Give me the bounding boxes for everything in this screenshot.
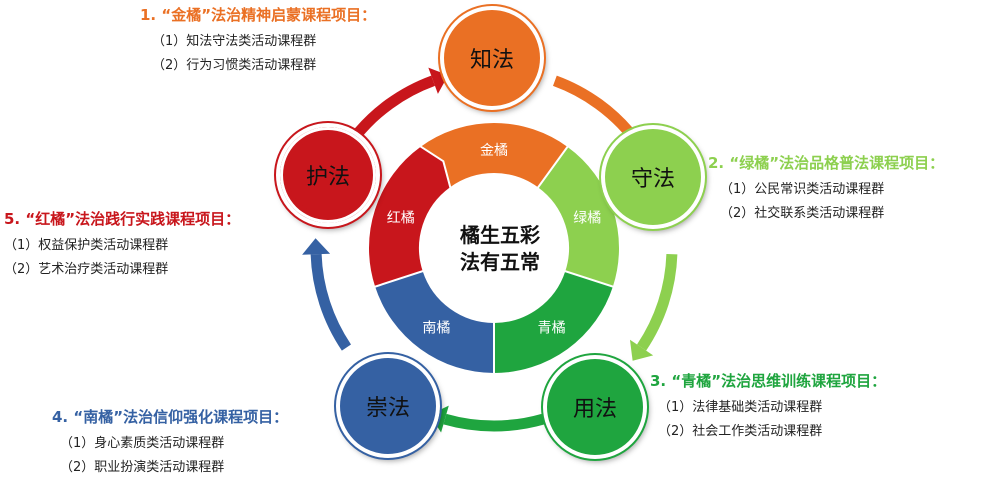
ring-segment-label-3: 青橘 — [538, 320, 566, 336]
project-3-item-2: （2）社会工作类活动课程群 — [658, 424, 823, 439]
project-3: 3. “青橘”法治思维训练课程项目： （1）法律基础类活动课程群 （2）社会工作… — [650, 370, 886, 439]
node-shoufa: 守法 — [599, 123, 707, 231]
node-chongfa-label: 崇法 — [365, 396, 410, 421]
cycle-arrow-4 — [310, 253, 352, 351]
center-line-1: 橘生五彩 — [460, 223, 540, 247]
cycle-arrowhead-2 — [629, 339, 654, 361]
ring-segment-label-1: 金橘 — [480, 143, 508, 159]
ring-segment-label-5: 红橘 — [387, 211, 415, 227]
node-yongfa-label: 用法 — [572, 397, 617, 422]
project-4-title: 4. “南橘”法治信仰强化课程项目： — [52, 408, 289, 426]
project-5-title: 5. “红橘”法治践行实践课程项目： — [4, 210, 241, 228]
center-disc — [421, 175, 567, 321]
project-1: 1. “金橘”法治精神启蒙课程项目： （1）知法守法类活动课程群 （2）行为习惯… — [140, 4, 376, 73]
ring-segment-label-2: 绿橘 — [573, 211, 601, 227]
project-3-title: 3. “青橘”法治思维训练课程项目： — [650, 372, 887, 390]
project-5-item-2: （2）艺术治疗类活动课程群 — [4, 262, 169, 277]
cycle-arrowhead-3 — [429, 405, 449, 433]
project-5-item-1: （1）权益保护类活动课程群 — [4, 238, 169, 253]
ring-segment-5 — [367, 144, 452, 289]
cycle-arrow-5 — [349, 75, 436, 142]
project-4-item-1: （1）身心素质类活动课程群 — [60, 436, 225, 451]
project-2-item-1: （1）公民常识类活动课程群 — [720, 182, 885, 197]
project-2: 2. “绿橘”法治品格普法课程项目： （1）公民常识类活动课程群 （2）社交联系… — [708, 152, 944, 221]
center-caption: 橘生五彩 法有五常 — [430, 222, 570, 276]
node-shoufa-label: 守法 — [630, 167, 675, 192]
node-yongfa: 用法 — [541, 353, 649, 461]
project-1-item-1: （1）知法守法类活动课程群 — [152, 34, 317, 49]
project-4: 4. “南橘”法治信仰强化课程项目： （1）身心素质类活动课程群 （2）职业扮演… — [52, 406, 288, 475]
cycle-arrow-1 — [552, 75, 639, 142]
project-2-item-2: （2）社交联系类活动课程群 — [720, 206, 885, 221]
node-zhifa-label: 知法 — [469, 48, 514, 73]
project-3-item-1: （1）法律基础类活动课程群 — [658, 400, 823, 415]
project-5: 5. “红橘”法治践行实践课程项目： （1）权益保护类活动课程群 （2）艺术治疗… — [4, 208, 240, 277]
cycle-arrow-2 — [636, 253, 678, 351]
node-chongfa: 崇法 — [334, 352, 442, 460]
node-hufa: 护法 — [274, 121, 382, 229]
node-hufa-label: 护法 — [305, 165, 350, 190]
project-1-item-2: （2）行为习惯类活动课程群 — [152, 58, 317, 73]
project-1-title: 1. “金橘”法治精神启蒙课程项目： — [140, 6, 377, 24]
cycle-arrowhead-4 — [302, 238, 331, 255]
project-2-title: 2. “绿橘”法治品格普法课程项目： — [708, 154, 945, 172]
ring-segment-label-4: 南橘 — [422, 320, 450, 336]
cycle-arrow-3 — [443, 413, 545, 432]
project-4-item-2: （2）职业扮演类活动课程群 — [60, 460, 225, 475]
center-line-2: 法有五常 — [460, 250, 540, 274]
node-zhifa: 知法 — [438, 4, 546, 112]
